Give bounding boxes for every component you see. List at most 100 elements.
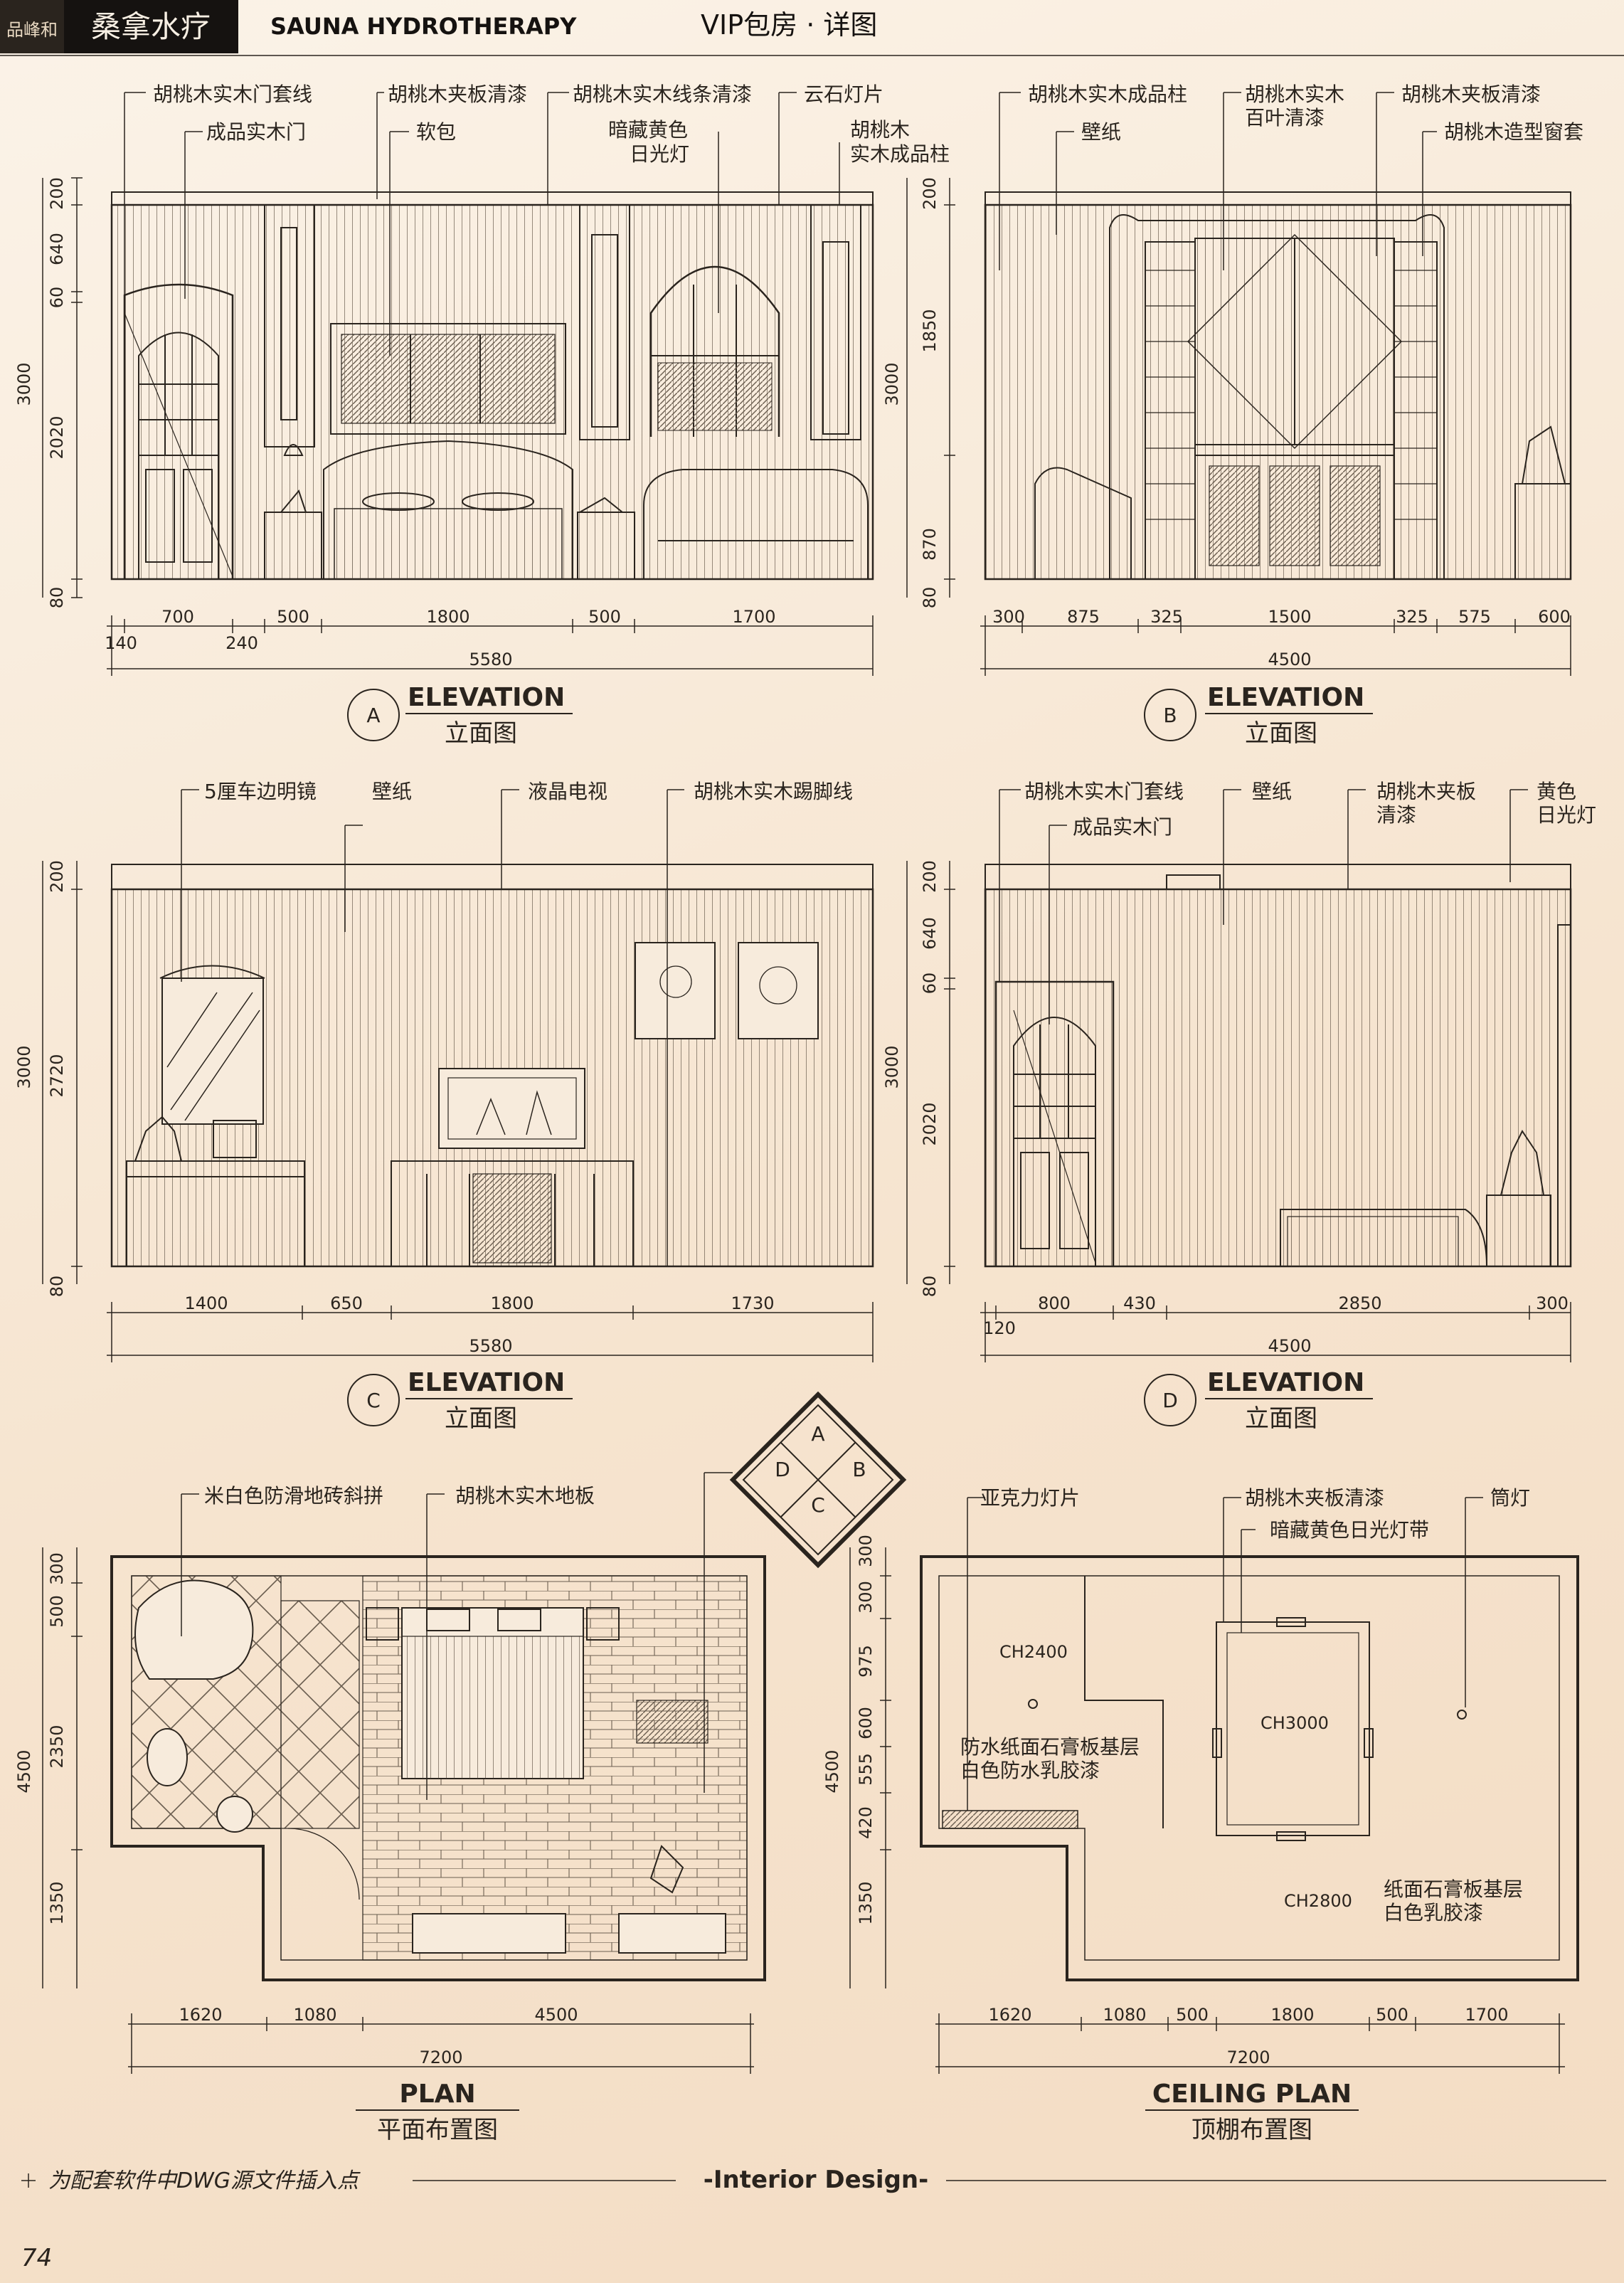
brand-en: SAUNA HYDROTHERAPY: [270, 13, 577, 40]
dim-b-h1: 300: [992, 607, 1025, 627]
dim-b-h2: 875: [1067, 607, 1100, 627]
label-wood-strip-a: 胡桃木实木线条清漆: [573, 83, 752, 106]
dim-ceil-h3: 500: [1176, 2005, 1209, 2025]
label-light-strip: 暗藏黄色日光灯带: [1270, 1518, 1429, 1542]
dim-c-v1: 200: [47, 860, 67, 893]
elev-d-title-cn: 立面图: [1245, 1404, 1317, 1433]
dim-d-h3: 2850: [1338, 1293, 1381, 1313]
pillar-2: [579, 204, 630, 440]
dim-d-v1: 200: [920, 860, 940, 893]
compass-b: B: [852, 1458, 866, 1481]
label-pillar-a: 实木成品柱: [850, 142, 950, 166]
floor-plan: 米白色防滑地砖斜拼 胡桃木实木地板 300 500 2350 1350 4500: [14, 1472, 766, 2144]
note-latex-paint: 白色乳胶漆: [1384, 1901, 1483, 1924]
dim-plan-v1: 300: [47, 1552, 67, 1585]
label-downlight: 筒灯: [1490, 1486, 1530, 1510]
dim-a-v1: 200: [47, 177, 67, 210]
ceiling-title-en: CEILING PLAN: [1152, 2080, 1352, 2109]
dim-ceil-v4: 600: [856, 1707, 876, 1739]
dim-plan-h2: 1080: [293, 2005, 336, 2025]
dim-b-h4: 1500: [1268, 607, 1311, 627]
dim-a-v2: 640: [47, 233, 67, 265]
page-number: 74: [21, 2244, 52, 2272]
label-fluorescent-d: 日光灯: [1537, 803, 1596, 827]
elevation-d: 胡桃木实木门套线 成品实木门 壁纸 胡桃木夹板 清漆 黄色 日光灯 200 64…: [882, 780, 1596, 1433]
label-soft-pack-a: 软包: [416, 120, 456, 144]
laptop-c: [213, 1120, 257, 1158]
elev-d-letter: D: [1162, 1389, 1178, 1412]
label-plywood-a: 胡桃木夹板清漆: [388, 83, 527, 106]
dim-a-v4: 2020: [47, 415, 67, 459]
door-d: [1013, 1017, 1096, 1266]
dim-c-total: 5580: [469, 1336, 512, 1356]
dim-ceil-v1: 300: [856, 1535, 876, 1567]
note-waterproof-board: 防水纸面石膏板基层: [960, 1735, 1140, 1759]
dim-plan-total: 7200: [419, 2048, 462, 2067]
dim-plan-vtotal: 4500: [14, 1749, 34, 1793]
ceiling-title-cn: 顶棚布置图: [1192, 2116, 1312, 2144]
chair-b: [1034, 467, 1132, 580]
brand-block: [64, 0, 238, 53]
basin: [216, 1796, 253, 1833]
dim-d-v3: 60: [920, 973, 940, 995]
window-a: [649, 265, 780, 437]
dim-d-h4: 300: [1536, 1293, 1569, 1313]
footer-note: 为配套软件中DWG源文件插入点: [48, 2168, 361, 2193]
label-wallpaper-d: 壁纸: [1252, 780, 1292, 803]
elevation-c: 5厘车边明镜 壁纸 液晶电视 胡桃木实木踢脚线 200 2720 80 3000: [14, 780, 874, 1433]
ch-3000: CH3000: [1261, 1713, 1329, 1733]
plan-title-en: PLAN: [399, 2080, 475, 2109]
dim-c-vtotal: 3000: [14, 1045, 34, 1088]
tv-c: [438, 1068, 585, 1149]
dim-d-v5: 80: [920, 1276, 940, 1298]
dim-plan-v2: 500: [47, 1595, 67, 1628]
dim-a-total: 5580: [469, 650, 512, 669]
wall-d: [984, 888, 1572, 1268]
label-door-casing-a: 胡桃木实木门套线: [153, 83, 312, 106]
dim-b-v3: 870: [920, 528, 940, 561]
dim-c-h4: 1730: [731, 1293, 774, 1313]
acrylic-panel: [942, 1810, 1078, 1829]
nightstand-left: [264, 512, 322, 580]
page-title: VIP包房 · 详图: [701, 9, 877, 41]
dim-b-h7: 600: [1538, 607, 1571, 627]
dim-d-v4: 2020: [920, 1102, 940, 1145]
dim-ceil-h5: 500: [1376, 2005, 1408, 2025]
dim-d-h1: 800: [1038, 1293, 1071, 1313]
dim-b-h5: 325: [1396, 607, 1428, 627]
label-plywood-ceiling: 胡桃木夹板清漆: [1245, 1486, 1384, 1510]
label-mirror-c: 5厘车边明镜: [204, 780, 317, 803]
compass-c: C: [811, 1493, 825, 1517]
label-varnish-d: 清漆: [1376, 803, 1416, 827]
elev-c-letter: C: [366, 1389, 381, 1412]
dim-d-h2: 430: [1123, 1293, 1156, 1313]
dim-b-total: 4500: [1268, 650, 1311, 669]
dim-c-v2: 2720: [47, 1054, 67, 1097]
label-plywood-b: 胡桃木夹板清漆: [1401, 83, 1541, 106]
label-yellow-d: 黄色: [1537, 780, 1576, 803]
dim-c-h3: 1800: [490, 1293, 534, 1313]
label-wallpaper-c: 壁纸: [372, 780, 412, 803]
art-2-c: [738, 942, 819, 1039]
ch-2400: CH2400: [999, 1642, 1068, 1662]
dim-b-h3: 325: [1150, 607, 1183, 627]
dim-ceil-h4: 1800: [1270, 2005, 1314, 2025]
compass-a: A: [811, 1422, 824, 1446]
elev-a-letter: A: [366, 704, 380, 727]
bed-a: [323, 440, 573, 580]
dim-ceil-v5: 555: [856, 1753, 876, 1786]
label-hidden-light-a: 暗藏黄色: [608, 118, 688, 142]
elevation-b: 胡桃木实木成品柱 壁纸 胡桃木实木 百叶清漆 胡桃木夹板清漆 胡桃木造型窗套 2…: [882, 83, 1583, 748]
dim-b-v2: 1850: [920, 309, 940, 352]
bathtub: [134, 1579, 254, 1680]
note-waterproof-paint: 白色防水乳胶漆: [960, 1759, 1100, 1782]
dim-b-v4: 80: [920, 587, 940, 609]
dim-d-s1: 120: [983, 1318, 1016, 1338]
elev-b-letter: B: [1163, 704, 1177, 727]
desk-b: [1514, 483, 1571, 580]
dim-ceil-total: 7200: [1226, 2048, 1270, 2067]
dim-plan-h3: 4500: [534, 2005, 578, 2025]
dim-a-s1: 140: [105, 633, 137, 653]
elev-b-title-cn: 立面图: [1245, 719, 1317, 748]
